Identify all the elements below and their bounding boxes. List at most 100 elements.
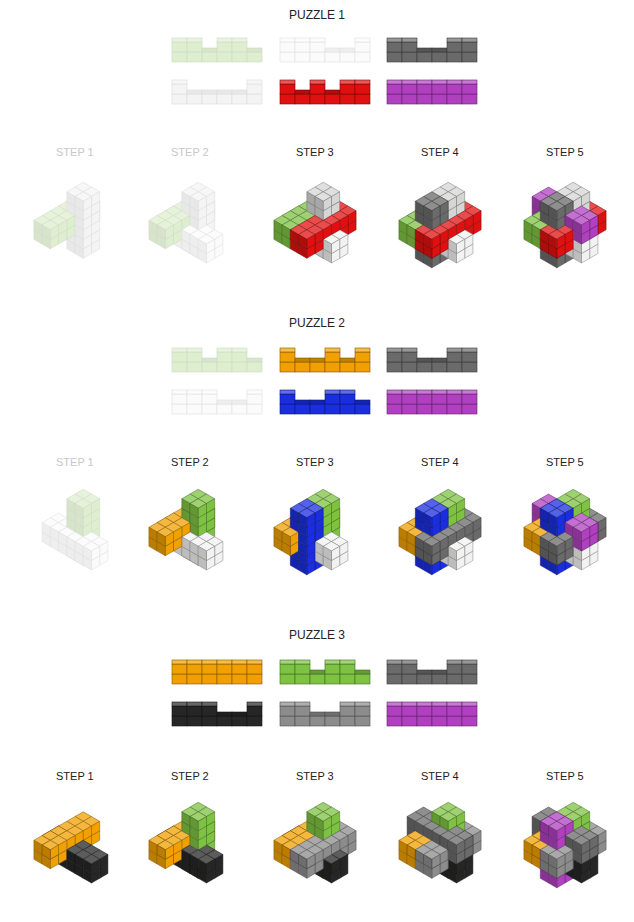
cube-face [447,706,462,716]
cube-face [457,840,465,854]
cube-face [295,664,310,674]
puzzle-assembly [524,182,606,267]
cube-face [280,660,295,664]
cube-face [232,38,247,42]
cube-face [532,532,540,546]
cube-face [182,523,190,537]
cube-face [310,674,325,684]
cube-face [447,716,462,726]
cube-face [424,826,432,840]
cube-face [573,220,581,234]
cube-face [417,670,432,674]
cube-face [187,702,202,706]
cube-face [187,706,202,716]
cube-face [424,542,432,556]
cube-face [462,706,477,716]
cube-face [187,90,202,94]
cube-face [217,404,232,414]
cube-face [473,518,481,532]
cube-face [549,235,557,249]
cube-face [325,712,340,716]
cube-face [325,404,340,414]
cube-face [187,664,202,674]
cube-face [172,660,187,664]
cube-face [67,192,75,206]
cube-face [540,508,548,522]
cube-face [340,836,348,850]
cube-face [402,362,417,372]
cube-face [157,532,165,546]
cube-face [432,84,447,94]
cube-face [83,546,91,560]
cube-face [417,80,432,84]
cube-face [332,546,340,560]
cube-face [280,84,295,94]
cube-face [387,84,402,94]
cube-face [172,674,187,684]
cube-face [340,52,355,62]
cube-face [217,42,232,52]
cube-face [462,84,477,94]
cube-face [187,394,202,404]
cube-face [387,702,402,706]
puzzle-assembly [274,182,356,263]
puzzle-piece [280,702,370,726]
cube-face [187,660,202,664]
cube-face [295,400,310,404]
cube-face [465,836,473,850]
puzzle-assembly [149,489,223,570]
cube-face [462,404,477,414]
cube-face [415,850,423,864]
cube-face [92,499,100,513]
cube-face [315,542,323,556]
puzzle-heading: PUZZLE 3 [289,628,345,642]
cube-face [387,404,402,414]
cube-face [174,527,182,541]
cube-face [42,845,50,859]
cube-face [290,230,298,244]
cube-face [232,94,247,104]
cube-face [402,80,417,84]
cube-face [440,508,448,522]
cube-face [557,826,565,840]
cube-face [387,394,402,404]
cube-face [355,702,370,706]
cube-face [187,352,202,362]
cube-face [182,537,190,551]
cube-face [215,855,223,869]
cube-face [198,817,206,831]
cube-face [582,527,590,541]
cube-face [355,362,370,372]
cube-face [417,706,432,716]
cube-face [190,542,198,556]
cube-face [280,348,295,352]
cube-face [310,716,325,726]
cube-face [432,206,440,220]
cube-face [198,504,206,518]
cube-face [332,499,340,513]
cube-face [582,840,590,854]
cube-face [75,197,83,211]
cube-face [387,716,402,726]
cube-face [549,542,557,556]
cube-face [549,206,557,220]
puzzle-piece [172,390,262,414]
cube-face [75,542,83,556]
cube-face [432,716,447,726]
cube-face [310,400,325,404]
cube-face [457,546,465,560]
cube-face [100,855,108,869]
cube-face [59,220,67,234]
cube-face [172,84,187,94]
cube-face [295,52,310,62]
cube-face [247,674,262,684]
cube-face [92,546,100,560]
cube-face [432,674,447,684]
cube-face [432,831,440,845]
cube-face [432,358,447,362]
cube-face [432,235,440,249]
cube-face [402,94,417,104]
cube-face [290,850,298,864]
cube-face [387,674,402,684]
cube-face [415,537,423,551]
